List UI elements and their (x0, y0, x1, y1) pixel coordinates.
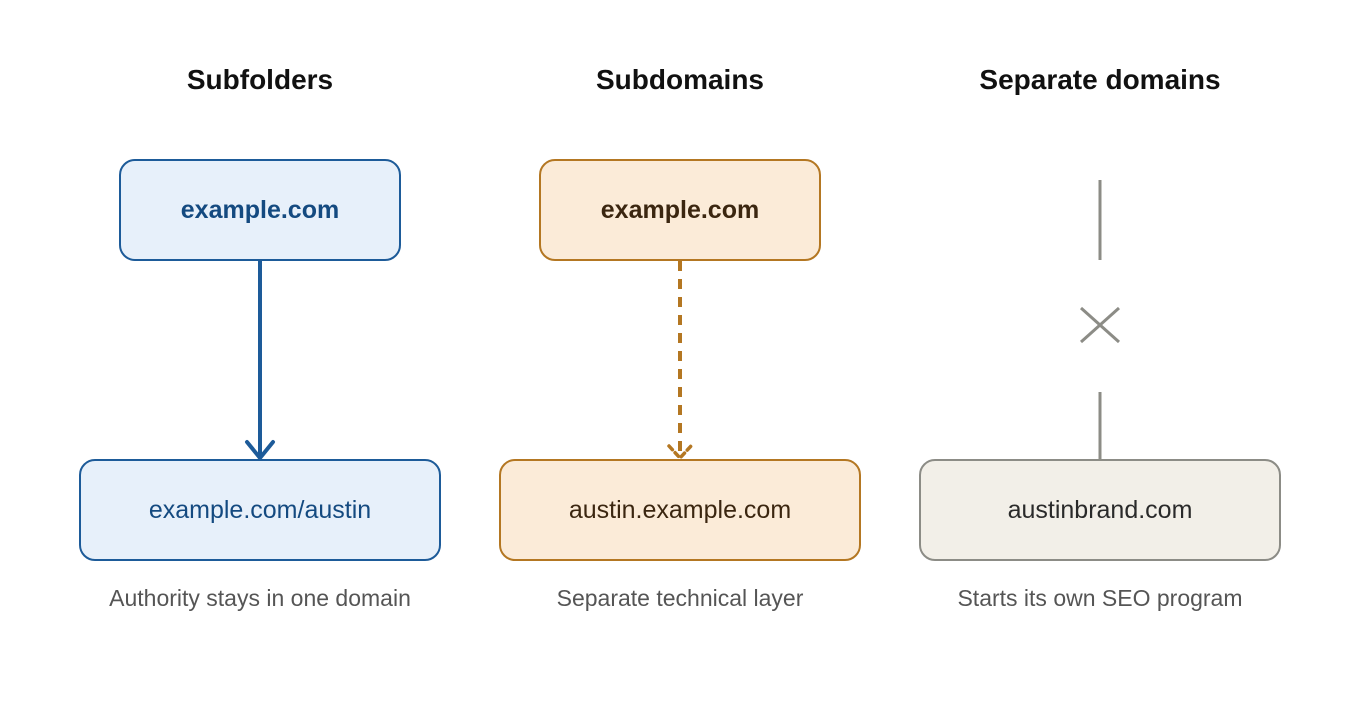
subfolders-caption: Authority stays in one domain (109, 585, 411, 611)
subdomains-heading: Subdomains (595, 64, 764, 95)
subfolders-heading: Subfolders (186, 64, 334, 95)
subdomains-root-box: example.com (539, 159, 821, 261)
subdomains-caption: Separate technical layer (556, 585, 804, 611)
subfolders-arrow-head (245, 440, 275, 460)
subfolders-child-box: example.com/austin (79, 459, 441, 561)
subdomains-child-box: austin.example.com (499, 459, 861, 561)
subfolders-connector (245, 261, 275, 460)
subfolders-root-box: example.com (119, 159, 401, 261)
separate-domains-box: austinbrand.com (919, 459, 1281, 561)
disconnect-x-icon (1079, 306, 1121, 344)
separate-domains-heading: Separate domains (979, 64, 1221, 95)
separate-domains-caption: Starts its own SEO program (957, 585, 1243, 611)
separate-domains-connector (1079, 180, 1121, 460)
subdomains-arrow-head (667, 444, 693, 460)
subdomains-connector (667, 261, 693, 460)
